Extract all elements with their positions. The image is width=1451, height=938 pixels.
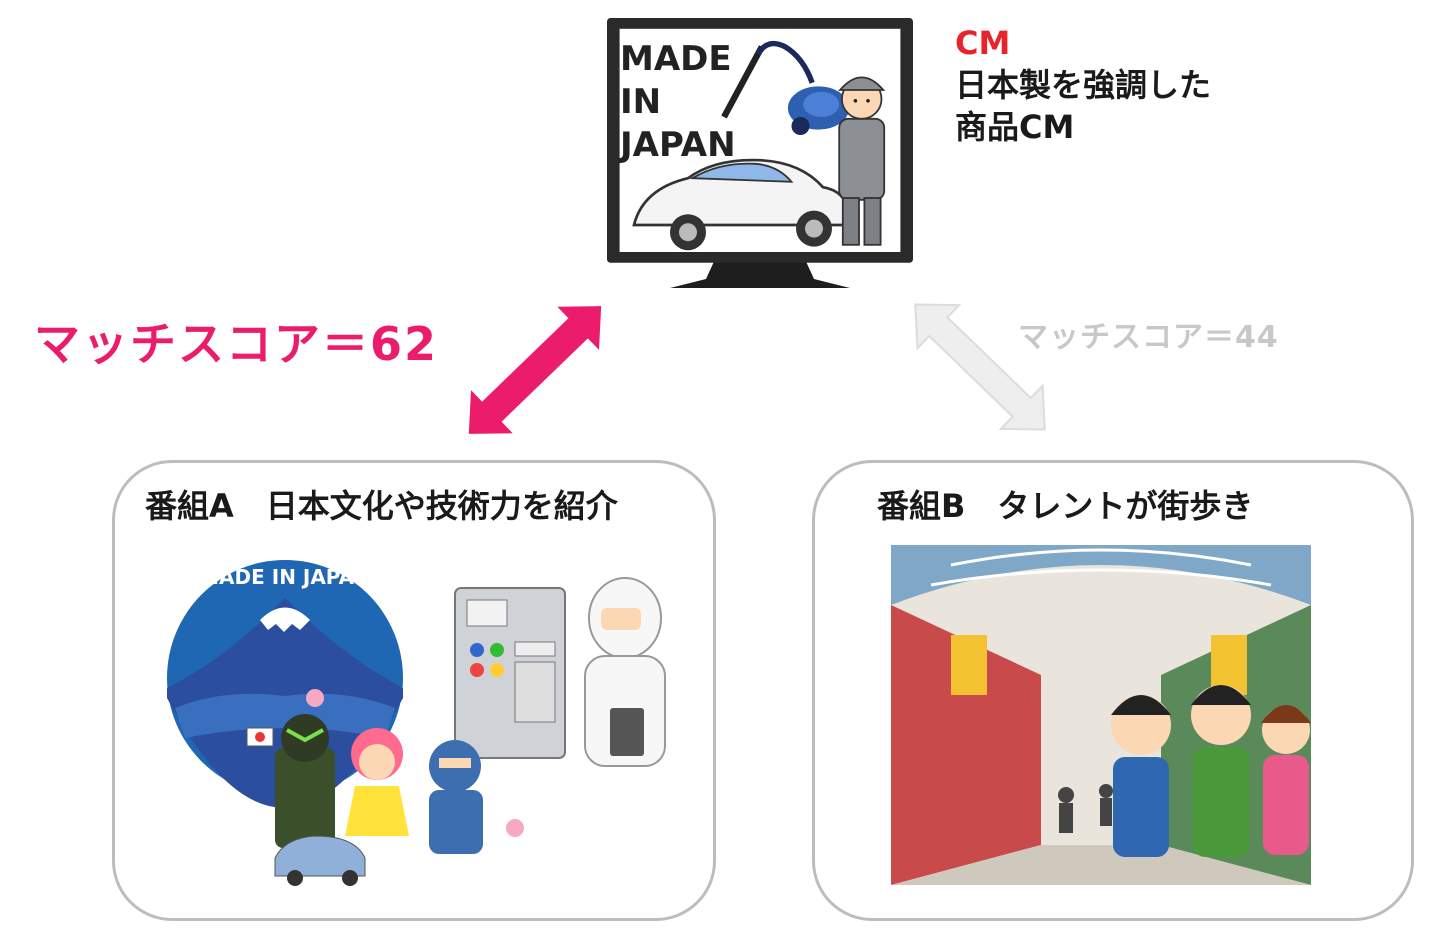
idol-girl-icon bbox=[345, 728, 409, 836]
program-b-panel: 番組B タレントが街歩き bbox=[812, 460, 1414, 921]
cherry-blossom-icon bbox=[506, 819, 524, 837]
lantern-icon bbox=[951, 635, 987, 695]
cm-label: CM bbox=[955, 22, 1211, 64]
cleanroom-technician-icon bbox=[585, 578, 665, 766]
control-panel-icon bbox=[455, 588, 565, 758]
program-b-title: 番組B タレントが街歩き bbox=[877, 481, 1253, 527]
cm-description-line-2: 商品CM bbox=[955, 106, 1211, 148]
ninja-icon bbox=[429, 740, 483, 854]
tv-stand bbox=[670, 259, 850, 288]
cm-caption: CM 日本製を強調した 商品CM bbox=[955, 22, 1211, 148]
program-a-title: 番組A 日本文化や技術力を紹介 bbox=[145, 481, 618, 527]
talent-woman-pink-icon bbox=[1261, 705, 1311, 855]
talent-man-blue-icon bbox=[1111, 695, 1171, 857]
match-score-program-a: マッチスコア＝62 bbox=[34, 308, 438, 374]
cherry-blossom-icon bbox=[306, 689, 324, 707]
strong-match-arrow bbox=[460, 290, 610, 450]
car-icon bbox=[275, 836, 365, 886]
japan-flag-icon bbox=[247, 728, 273, 746]
cm-description-line-1: 日本製を強調した bbox=[955, 64, 1211, 106]
made-in-japan-badge-text: MADE IN JAPAN bbox=[199, 565, 371, 589]
robot-hero-icon bbox=[275, 714, 335, 848]
japan-culture-illustration: MADE IN JAPAN bbox=[155, 558, 695, 908]
talent-man-green-icon bbox=[1191, 685, 1251, 857]
program-a-panel: 番組A 日本文化や技術力を紹介 MADE IN JAPAN bbox=[112, 460, 716, 921]
tv-screen-text: MADE IN JAPAN bbox=[620, 38, 736, 167]
match-score-program-b: マッチスコア＝44 bbox=[1018, 312, 1279, 356]
shopping-street-illustration bbox=[891, 545, 1311, 885]
